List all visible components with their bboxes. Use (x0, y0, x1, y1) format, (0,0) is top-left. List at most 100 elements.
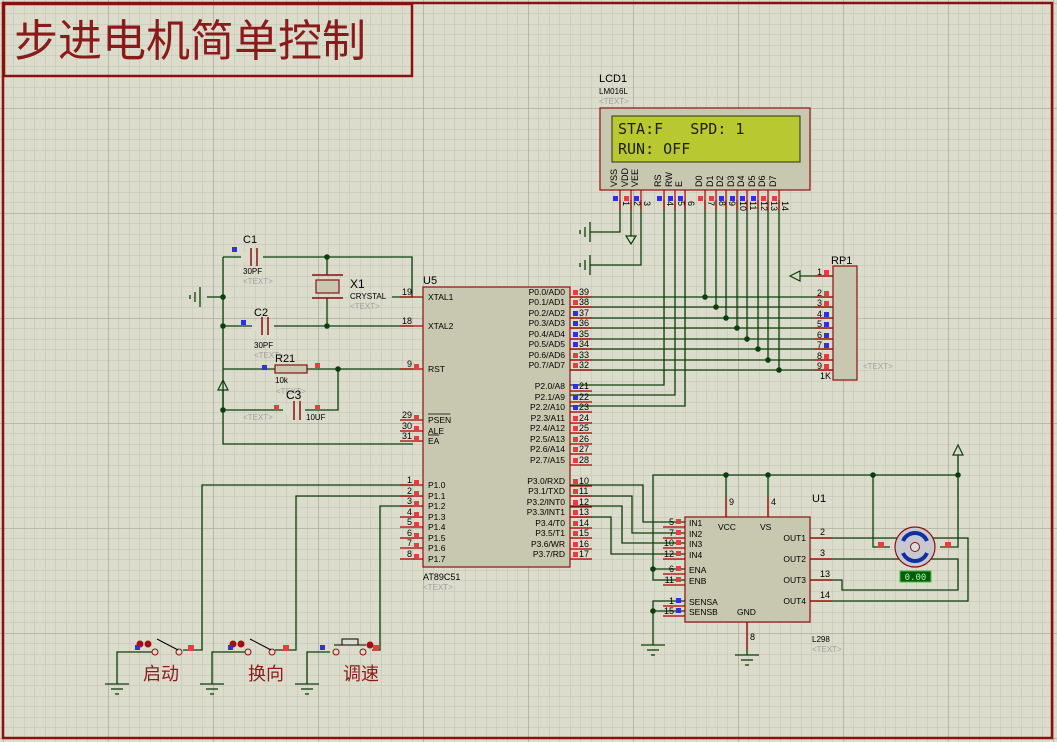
mcu-pin-number: 23 (579, 402, 589, 412)
lcd-pin-number: 9 (727, 201, 737, 206)
junction-dot (734, 325, 740, 331)
power-icon (952, 443, 964, 456)
lcd-pin-name: VSS (609, 169, 619, 187)
lcd-pin-number: 5 (676, 201, 686, 206)
mcu-pin-state (573, 363, 578, 368)
driver-pin-name: SENSA (689, 597, 718, 607)
mcu-pin-state (573, 552, 578, 557)
lcd-pin-state (698, 196, 703, 201)
mcu-pin-number: 7 (407, 538, 412, 548)
driver-pin-name: IN2 (689, 529, 703, 539)
r21-text-tag: <TEXT> (276, 387, 306, 396)
rp1-pin-number: 4 (817, 309, 822, 319)
mcu-pin-number: 14 (579, 518, 589, 528)
c2-ref: C2 (254, 307, 268, 319)
lcd-model: LM016L (599, 87, 628, 96)
c1-text-tag: <TEXT> (243, 277, 273, 286)
lcd-pins: 1VSS2VDD3VEE4RS5RW6E7D08D19D210D311D412D… (609, 167, 790, 211)
mcu-pin-state (573, 342, 578, 347)
mcu-pin-name: P1.5 (428, 533, 446, 543)
stepper-motor[interactable]: 0.00 (878, 526, 951, 583)
lcd-pin-number: 6 (686, 201, 696, 206)
mcu-pin-number: 12 (579, 497, 589, 507)
mcu-pin-name: P0.3/AD3 (529, 318, 566, 328)
lcd-pin-number: 4 (665, 201, 675, 206)
mcu-pin-name: P2.5/A13 (530, 434, 565, 444)
crystal-x1[interactable]: X1 CRYSTAL <TEXT> (312, 274, 387, 311)
mcu-pin-state (573, 437, 578, 442)
junction-dot (765, 472, 771, 478)
rp1-pin-state (824, 354, 829, 359)
driver-pin-state (676, 608, 681, 613)
lcd-pin-name: D0 (694, 175, 704, 187)
mcu-pin-name: P1.6 (428, 543, 446, 553)
lcd-pin-number: 14 (780, 201, 790, 211)
button-speed[interactable]: 调速 (320, 638, 379, 685)
capacitor-c2[interactable]: C2 30PF <TEXT> (241, 307, 284, 360)
driver-pin-name: OUT1 (783, 533, 806, 543)
mcu-pin-name: P2.7/A15 (530, 455, 565, 465)
mcu-pin-state (573, 311, 578, 316)
mcu-pin-number: 28 (579, 455, 589, 465)
mcu-pin-name: PSEN (428, 415, 451, 425)
mcu-pin-number: 29 (402, 410, 412, 420)
c1-value: 30PF (243, 267, 262, 276)
mcu-pin-number: 18 (402, 316, 412, 326)
junction-dot (755, 346, 761, 352)
button-direction[interactable]: 换向 (228, 638, 289, 685)
rp1-pin-state (824, 301, 829, 306)
driver-pin-name: OUT3 (783, 575, 806, 585)
lcd-line-1: STA:F SPD: 1 (618, 120, 744, 138)
junction-dot (713, 304, 719, 310)
mcu-pin-state (573, 321, 578, 326)
mcu-pin-number: 33 (579, 350, 589, 360)
lcd-display[interactable]: LCD1 LM016L <TEXT> STA:F SPD: 1 RUN: OFF… (599, 73, 811, 211)
driver-pin-name: OUT2 (783, 554, 806, 564)
junction-dot (955, 472, 961, 478)
mcu-pin-number: 22 (579, 392, 589, 402)
power-icon (788, 270, 801, 282)
button-start[interactable]: 启动 (135, 638, 194, 685)
mcu-pin-number: 8 (407, 549, 412, 559)
mcu-pin-name: P0.7/AD7 (529, 360, 566, 370)
junction-dot (723, 315, 729, 321)
c2-value: 30PF (254, 341, 273, 350)
mcu-pin-name: P1.4 (428, 522, 446, 532)
mcu-pin-name: P2.2/A10 (530, 402, 565, 412)
lcd-pin-name: D7 (768, 175, 778, 187)
mcu-pin-state (573, 332, 578, 337)
lcd-screen (611, 115, 801, 163)
driver-pin-name: ENA (689, 565, 707, 575)
mcu-pin-name: ALE (428, 426, 444, 436)
lcd-pin-number: 11 (748, 201, 758, 210)
driver-text-tag: <TEXT> (812, 645, 842, 654)
mcu-pin-name: P1.0 (428, 480, 446, 490)
mcu-pin-number: 11 (579, 486, 588, 496)
lcd-pin-name: RS (653, 174, 663, 187)
mcu-pin-number: 10 (579, 476, 589, 486)
junction-dot (702, 294, 708, 300)
rp1-pin-state (824, 333, 829, 338)
mcu-pin-number: 24 (579, 413, 589, 423)
resistor-r21[interactable]: R21 10k <TEXT> (262, 353, 320, 396)
lcd-pin-name: E (674, 181, 684, 187)
rp1-pin-number: 7 (817, 340, 822, 350)
capacitor-c1[interactable]: C1 30PF <TEXT> (232, 234, 273, 286)
mcu-pin-number: 37 (579, 308, 589, 318)
power-icon (624, 235, 638, 246)
driver-pin-number: 1 (669, 596, 674, 606)
mcu-body (422, 286, 571, 568)
lcd-pin-name: VDD (620, 167, 630, 187)
driver-pin-number: 5 (669, 517, 674, 527)
mcu-pin-name: P3.6/WR (531, 539, 565, 549)
lcd-pin-number: 1 (621, 201, 631, 206)
driver-pin-state (676, 540, 681, 545)
junction-dot (765, 357, 771, 363)
capacitor-c3[interactable]: C3 10UF <TEXT> (243, 388, 326, 422)
